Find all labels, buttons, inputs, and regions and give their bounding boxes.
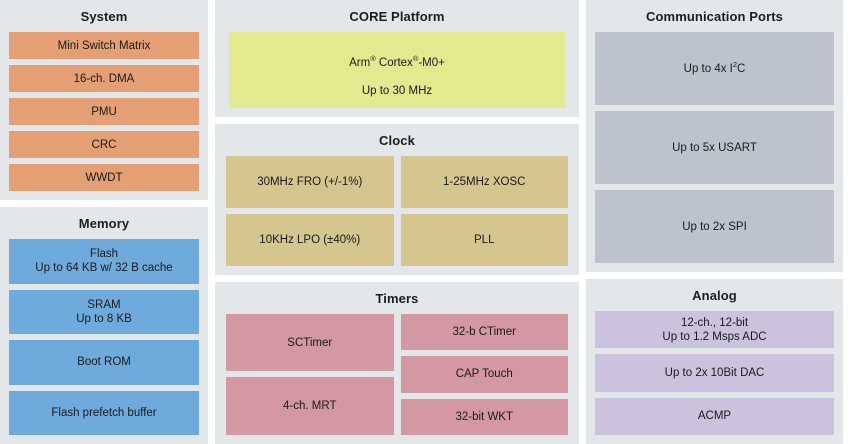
- panel-body-timers: SCTimer 4-ch. MRT 32-b CTimer CAP Touch …: [224, 313, 570, 435]
- panel-title-memory: Memory: [78, 216, 130, 231]
- block-adc[interactable]: 12-ch., 12-bit Up to 1.2 Msps ADC: [595, 311, 834, 349]
- panel-memory: Memory Flash Up to 64 KB w/ 32 B cache S…: [0, 207, 208, 444]
- panel-body-memory: Flash Up to 64 KB w/ 32 B cache SRAM Up …: [9, 239, 199, 435]
- i2c-label-pre: Up to 4x I: [683, 62, 733, 75]
- core-cpu-frequency: Up to 30 MHz: [361, 85, 433, 98]
- registered-icon-arm: ®: [370, 54, 376, 64]
- block-pll[interactable]: PLL: [400, 213, 568, 266]
- panel-system: System Mini Switch Matrix 16-ch. DMA PMU…: [0, 0, 208, 200]
- panel-clock: Clock 30MHz FRO (+/-1%) 10KHz LPO (±40%)…: [215, 124, 579, 275]
- panel-title-communication-ports: Communication Ports: [646, 9, 783, 24]
- block-mini-switch-matrix[interactable]: Mini Switch Matrix: [9, 32, 199, 59]
- core-cpu-name-post: -M0+: [418, 57, 445, 70]
- panel-title-timers: Timers: [375, 290, 419, 306]
- panel-communication-ports: Communication Ports Up to 4x I2C Up to 5…: [586, 0, 843, 272]
- panel-body-system: Mini Switch Matrix 16-ch. DMA PMU CRC WW…: [9, 32, 199, 191]
- clock-right-column: 1-25MHz XOSC PLL: [400, 156, 568, 266]
- block-sctimer[interactable]: SCTimer: [226, 313, 394, 372]
- block-mrt[interactable]: 4-ch. MRT: [226, 377, 394, 435]
- panel-analog: Analog 12-ch., 12-bit Up to 1.2 Msps ADC…: [586, 279, 843, 444]
- panel-title-system: System: [80, 9, 128, 24]
- core-cpu-name-pre: Arm: [349, 57, 371, 70]
- block-spi[interactable]: Up to 2x SPI: [595, 190, 834, 263]
- panel-title-core-platform: CORE Platform: [349, 9, 445, 24]
- block-boot-rom[interactable]: Boot ROM: [9, 340, 199, 385]
- panel-body-core-platform: Arm® Cortex®-M0+ Up to 30 MHz: [224, 32, 570, 109]
- block-flash[interactable]: Flash Up to 64 KB w/ 32 B cache: [9, 239, 199, 284]
- i2c-label-post: C: [737, 62, 746, 75]
- block-sram[interactable]: SRAM Up to 8 KB: [9, 289, 199, 334]
- left-column: System Mini Switch Matrix 16-ch. DMA PMU…: [0, 0, 208, 444]
- middle-column: CORE Platform Arm® Cortex®-M0+ Up to 30 …: [215, 0, 579, 444]
- block-wkt[interactable]: 32-bit WKT: [400, 398, 568, 435]
- panel-timers: Timers SCTimer 4-ch. MRT 32-b CTimer CAP…: [215, 281, 579, 444]
- registered-icon-cortex: ®: [412, 54, 419, 64]
- block-flash-prefetch-buffer[interactable]: Flash prefetch buffer: [9, 390, 199, 435]
- superscript-two-icon: 2: [732, 59, 738, 69]
- panel-body-communication-ports: Up to 4x I2C Up to 5x USART Up to 2x SPI: [595, 32, 834, 263]
- panel-body-analog: 12-ch., 12-bit Up to 1.2 Msps ADC Up to …: [595, 311, 834, 435]
- block-pmu[interactable]: PMU: [9, 98, 199, 125]
- block-wwdt[interactable]: WWDT: [9, 164, 199, 191]
- block-crc[interactable]: CRC: [9, 131, 199, 158]
- core-cpu-name-mid: Cortex: [375, 57, 413, 70]
- block-lpo[interactable]: 10KHz LPO (±40%): [226, 213, 394, 266]
- block-acmp[interactable]: ACMP: [595, 397, 834, 435]
- block-usart[interactable]: Up to 5x USART: [595, 111, 834, 184]
- panel-core-platform: CORE Platform Arm® Cortex®-M0+ Up to 30 …: [215, 0, 579, 118]
- block-ctimer[interactable]: 32-b CTimer: [400, 313, 568, 351]
- panel-body-clock: 30MHz FRO (+/-1%) 10KHz LPO (±40%) 1-25M…: [224, 156, 570, 266]
- block-xosc[interactable]: 1-25MHz XOSC: [400, 156, 568, 208]
- right-column: Communication Ports Up to 4x I2C Up to 5…: [586, 0, 843, 444]
- panel-title-analog: Analog: [692, 288, 737, 303]
- timers-right-column: 32-b CTimer CAP Touch 32-bit WKT: [400, 313, 568, 435]
- clock-left-column: 30MHz FRO (+/-1%) 10KHz LPO (±40%): [226, 156, 394, 266]
- block-dma[interactable]: 16-ch. DMA: [9, 65, 199, 92]
- panel-title-clock: Clock: [379, 133, 415, 149]
- block-fro[interactable]: 30MHz FRO (+/-1%): [226, 156, 394, 208]
- block-cap-touch[interactable]: CAP Touch: [400, 356, 568, 393]
- block-i2c[interactable]: Up to 4x I2C: [595, 32, 834, 105]
- block-arm-cortex-m0plus[interactable]: Arm® Cortex®-M0+ Up to 30 MHz: [229, 32, 565, 109]
- block-dac[interactable]: Up to 2x 10Bit DAC: [595, 354, 834, 392]
- timers-left-column: SCTimer 4-ch. MRT: [226, 313, 394, 435]
